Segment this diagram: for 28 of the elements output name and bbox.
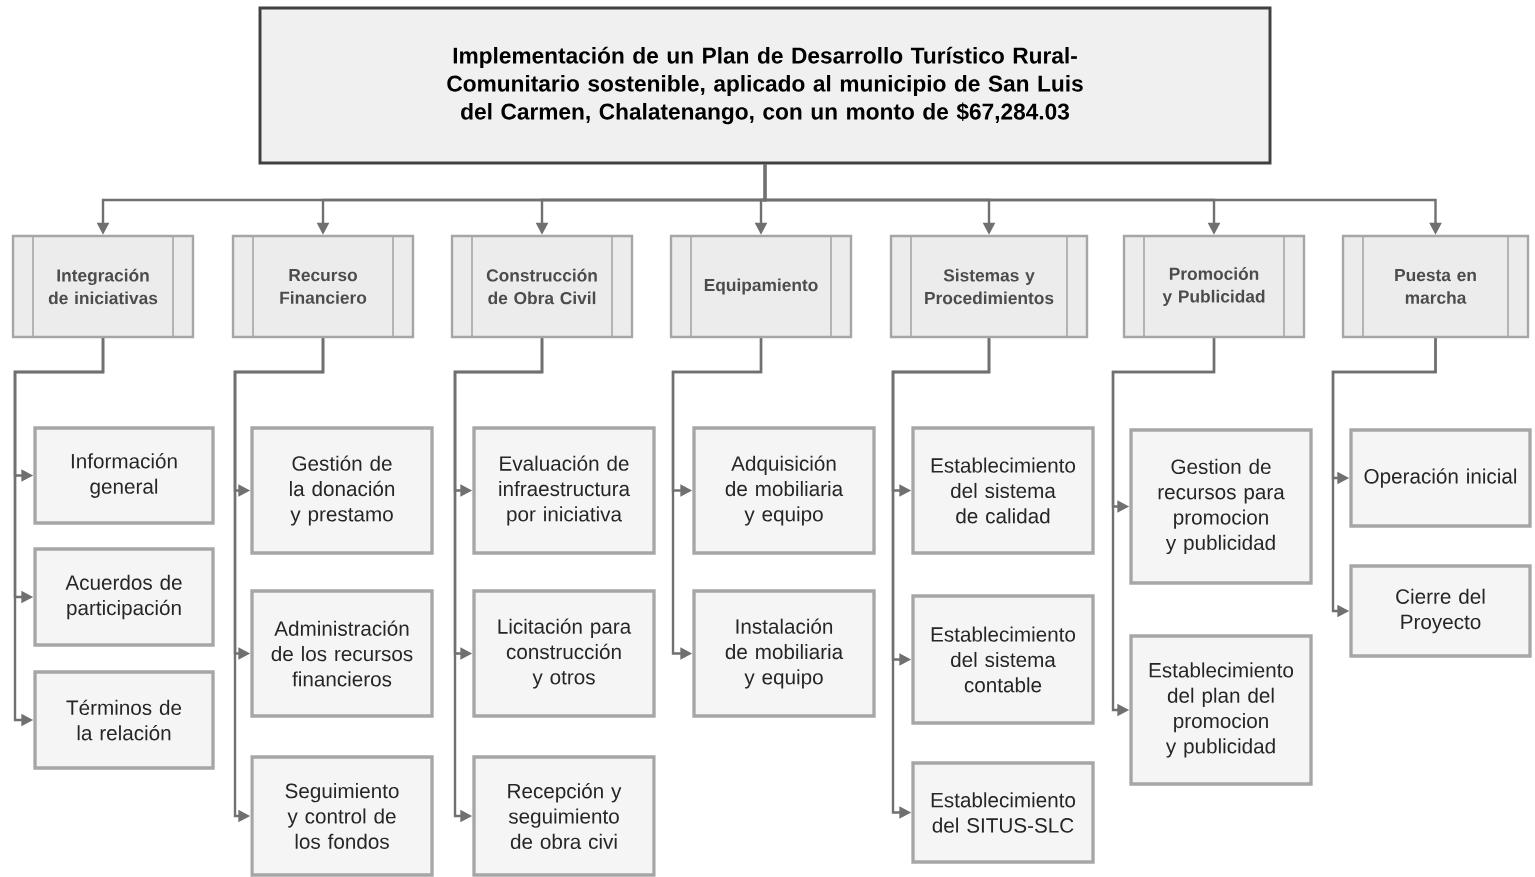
category-box: Sistemas y Procedimientos	[889, 234, 1089, 339]
task-box: Operación inicial	[1349, 428, 1532, 528]
task-box: Instalación de mobiliaria y equipo	[692, 589, 876, 718]
task-box: Información general	[33, 426, 215, 525]
task-box: Gestión de la donación y prestamo	[250, 426, 434, 555]
task-box: Cierre del Proyecto	[1349, 564, 1532, 658]
task-box: Recepción y seguimiento de obra civi	[472, 755, 656, 877]
title-box: Implementación de un Plan de Desarrollo Turístico Rural-Comunitario sostenible, aplicado al municipio de San Luis del Carmen, Chalatenango, con un monto de $67,284.03	[258, 6, 1272, 165]
task-box: Establecimiento del SITUS-SLC	[911, 761, 1095, 864]
category-box: Puesta en marcha	[1341, 234, 1530, 339]
category-box: Recurso Financiero	[231, 234, 415, 339]
task-box: Establecimiento del sistema contable	[911, 594, 1095, 725]
task-box: Términos de la relación	[33, 670, 215, 770]
task-box: Establecimiento del plan del promocion y publicidad	[1129, 634, 1313, 786]
category-box: Promoción y Publicidad	[1122, 234, 1306, 339]
category-box: Equipamiento	[669, 234, 853, 339]
arrow	[891, 338, 991, 819]
arrow	[671, 338, 763, 660]
task-box: Gestion de recursos para promocion y publicidad	[1129, 428, 1313, 585]
task-box: Administración de los recursos financieros	[250, 589, 434, 718]
task-box: Establecimiento del sistema de calidad	[911, 426, 1095, 555]
task-box: Licitación para construcción y otros	[472, 589, 656, 718]
task-box: Acuerdos de participación	[33, 547, 215, 647]
task-box: Evaluación de infraestructura por iniciativa	[472, 426, 656, 555]
task-box: Adquisición de mobiliaria y equipo	[692, 426, 876, 555]
task-box: Seguimiento y control de los fondos	[250, 755, 434, 877]
category-box: Integración de iniciativas	[11, 234, 195, 339]
category-box: Construcción de Obra Civil	[450, 234, 634, 339]
